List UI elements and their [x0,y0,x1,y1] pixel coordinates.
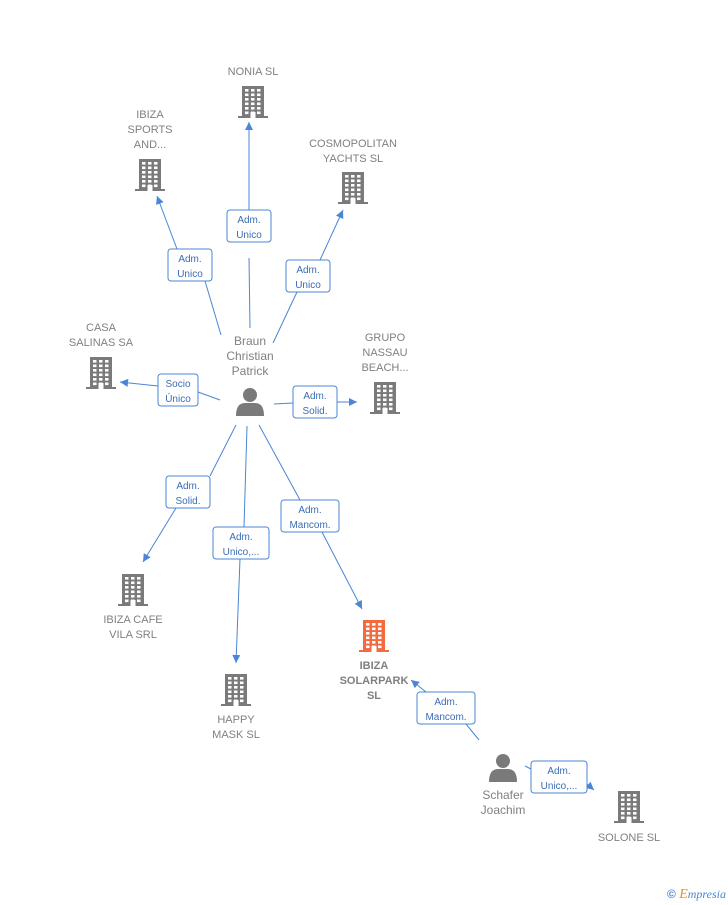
relation-label-line-2: Solid. [175,496,200,507]
company-label-happy-mask-line-2: MASK SL [212,729,260,741]
person-icon-braun[interactable] [236,388,264,416]
relation-box-happy-mask[interactable]: Adm. Unico,... [212,526,270,560]
relation-box-ibiza-cafe[interactable]: Adm. Solid. [165,475,211,509]
edge-line-rel-casa-salinas [197,391,221,401]
company-label-ibiza-cafe-line-1: IBIZA CAFE [103,614,162,626]
edge-line-rel-solarpark-schafer [465,723,480,741]
relation-box-ibiza-sports[interactable]: Adm. Unico [167,248,213,282]
relation-box-grupo-nassau[interactable]: Adm. Solid. [292,385,338,419]
arrowhead-rel-nonia [245,122,253,130]
building-icon-ibiza-solarpark[interactable] [359,620,389,652]
edge-line-rel-ibiza-sports [204,280,222,336]
edge-arrow-line-rel-ibiza-sports [156,195,178,250]
building-icon-ibiza-sports[interactable] [135,159,165,191]
relation-label-line-1: Adm. [296,265,319,276]
relation-label-line-1: Adm. [229,532,252,543]
relation-label-line-2: Unico,... [223,547,260,558]
company-label-nonia-line-1: NONIA SL [228,66,279,78]
company-label-ibiza-cafe-line-2: VILA SRL [109,629,157,641]
company-label-ibiza-solarpark-line-2: SOLARPARK [340,675,409,687]
edge-line-rel-cosmopolitan [272,291,298,344]
building-icon-casa-salinas[interactable] [86,357,116,389]
arrowhead-rel-ibiza-sports [156,196,164,205]
company-label-ibiza-sports-line-3: AND... [134,139,166,151]
arrowhead-rel-solarpark-schafer [411,680,420,689]
arrowhead-rel-grupo-nassau [349,398,357,406]
company-label-cosmopolitan-line-1: COSMOPOLITAN [309,138,397,150]
relation-label-line-2: Mancom. [425,712,466,723]
edge-arrow-line-rel-happy-mask [235,558,241,664]
arrowhead-rel-casa-salinas [120,378,129,387]
relation-box-solarpark-schafer[interactable]: Adm. Mancom. [416,691,476,725]
brand-initial: E [679,887,688,902]
company-label-grupo-nassau-line-3: BEACH... [361,362,408,374]
relation-label-line-2: Unico [177,269,203,280]
relation-label-line-1: Adm. [237,215,260,226]
building-icon-cosmopolitan[interactable] [338,172,368,204]
relation-label-line-1: Adm. [434,697,457,708]
company-label-ibiza-sports-line-1: IBIZA [136,109,164,121]
relation-box-solarpark-braun[interactable]: Adm. Mancom. [280,499,340,533]
relation-label-line-2: Unico,... [541,781,578,792]
company-label-grupo-nassau-line-2: NASSAU [362,347,407,359]
person-label-braun-line-3: Patrick [232,364,270,378]
relation-label-line-2: Unico [236,230,262,241]
relation-label-line-1: Adm. [298,505,321,516]
edge-line-rel-happy-mask [243,425,248,528]
edge-line-rel-nonia [248,257,251,329]
arrowhead-rel-cosmopolitan [336,210,344,219]
company-label-ibiza-solarpark-line-1: IBIZA [360,660,389,672]
company-label-casa-salinas-line-1: CASA [86,322,117,334]
edge-arrow-line-rel-cosmopolitan [319,209,344,261]
arrowhead-rel-happy-mask [232,654,241,663]
company-label-ibiza-sports-line-2: SPORTS [127,124,172,136]
building-icon-nonia[interactable] [238,86,268,118]
relation-label-line-1: Adm. [176,481,199,492]
relation-box-cosmopolitan[interactable]: Adm. Unico [285,259,331,293]
company-label-happy-mask-line-1: HAPPY [217,714,255,726]
relation-label-line-2: Solid. [302,406,327,417]
company-label-grupo-nassau-line-1: GRUPO [365,332,406,344]
building-icon-ibiza-cafe[interactable] [118,574,148,606]
building-icon-grupo-nassau[interactable] [370,382,400,414]
relation-label-line-2: Único [165,392,191,405]
relation-label-line-1: Socio [165,379,190,390]
edge-line-rel-ibiza-cafe [209,424,237,477]
person-label-schafer-line-1: Schafer [482,788,523,802]
person-label-braun-line-1: Braun [234,334,266,348]
person-icon-schafer[interactable] [489,754,517,782]
empresia-watermark: © Empresia [667,887,726,903]
relation-label-line-1: Adm. [303,391,326,402]
edge-line-rel-grupo-nassau [273,402,294,405]
arrowhead-rel-ibiza-cafe [143,553,151,562]
edge-line-rel-solone [524,765,532,770]
relation-box-nonia[interactable]: Adm. Unico [226,209,272,243]
copyright-symbol: © [667,887,676,901]
relation-label-line-2: Unico [295,280,321,291]
relation-label-line-1: Adm. [178,254,201,265]
relation-label-line-1: Adm. [547,766,570,777]
relation-label-line-2: Mancom. [289,520,330,531]
company-label-casa-salinas-line-2: SALINAS SA [69,337,134,349]
arrowhead-rel-solarpark-braun [354,600,362,609]
company-label-ibiza-solarpark-line-3: SL [367,690,381,702]
edge-line-rel-solarpark-braun [258,424,301,501]
person-label-braun-line-2: Christian [226,349,273,363]
person-label-schafer-line-2: Joachim [481,803,526,817]
building-icon-happy-mask[interactable] [221,674,251,706]
edge-arrow-line-rel-ibiza-cafe [142,507,177,563]
building-icon-solone[interactable] [614,791,644,823]
company-label-solone-line-1: SOLONE SL [598,832,660,844]
edge-arrow-line-rel-solarpark-braun [321,531,363,610]
company-label-cosmopolitan-line-2: YACHTS SL [323,153,383,165]
brand-name: mpresia [687,887,726,901]
relation-box-solone[interactable]: Adm. Unico,... [530,760,588,794]
